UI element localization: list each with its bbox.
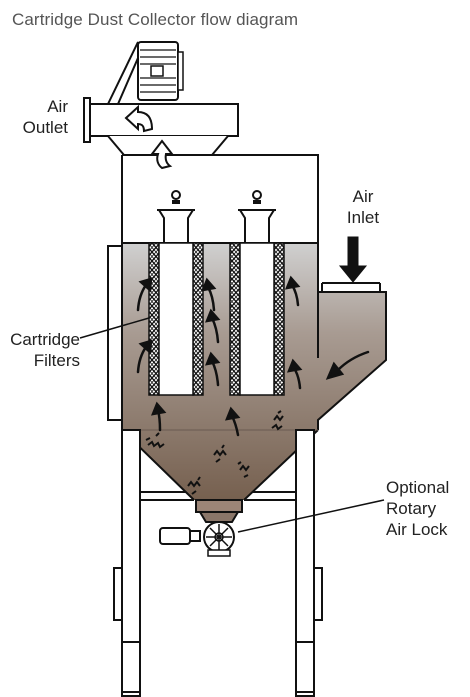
cartridge-filters-label: Cartridge Filters (0, 329, 80, 371)
clean-air-plenum (121, 154, 319, 243)
air-outlet-label: Air Outlet (8, 96, 68, 138)
leader-lines (79, 317, 385, 533)
outlet-arrow (124, 104, 154, 133)
rotary-air-lock-label: Optional Rotary Air Lock (386, 477, 470, 540)
rotary-air-lock-label-line-1: Optional (386, 478, 450, 497)
dust-particles (145, 410, 284, 495)
air-outlet-label-line-2: Outlet (22, 118, 68, 137)
cartridge-filters-label-line-2: Filters (33, 351, 80, 370)
air-outlet-label-line-1: Air (47, 97, 68, 116)
air-inlet-label: Air Inlet (333, 186, 393, 228)
cartridge-filter-right (229, 190, 285, 396)
fan-housing (83, 97, 239, 156)
support-frame (113, 429, 323, 697)
air-inlet-label-line-1: Air (352, 187, 374, 206)
cartridge-filters-label-line-1: Cartridge (10, 330, 80, 349)
air-inlet-label-line-2: Inlet (346, 208, 380, 227)
rotary-air-lock-label-line-2: Rotary (386, 499, 437, 518)
airflow-arrows (136, 275, 370, 437)
side-panel (107, 245, 123, 421)
rotary-air-lock (159, 521, 235, 557)
hopper-outlet (195, 499, 243, 523)
inlet-arrow (338, 236, 368, 283)
fan-inlet-arrow (149, 139, 175, 170)
motor (137, 41, 184, 101)
rotary-air-lock-label-line-3: Air Lock (386, 520, 448, 539)
diagram-title: Cartridge Dust Collector flow diagram (12, 10, 299, 29)
cartridge-filter-left (148, 190, 204, 396)
